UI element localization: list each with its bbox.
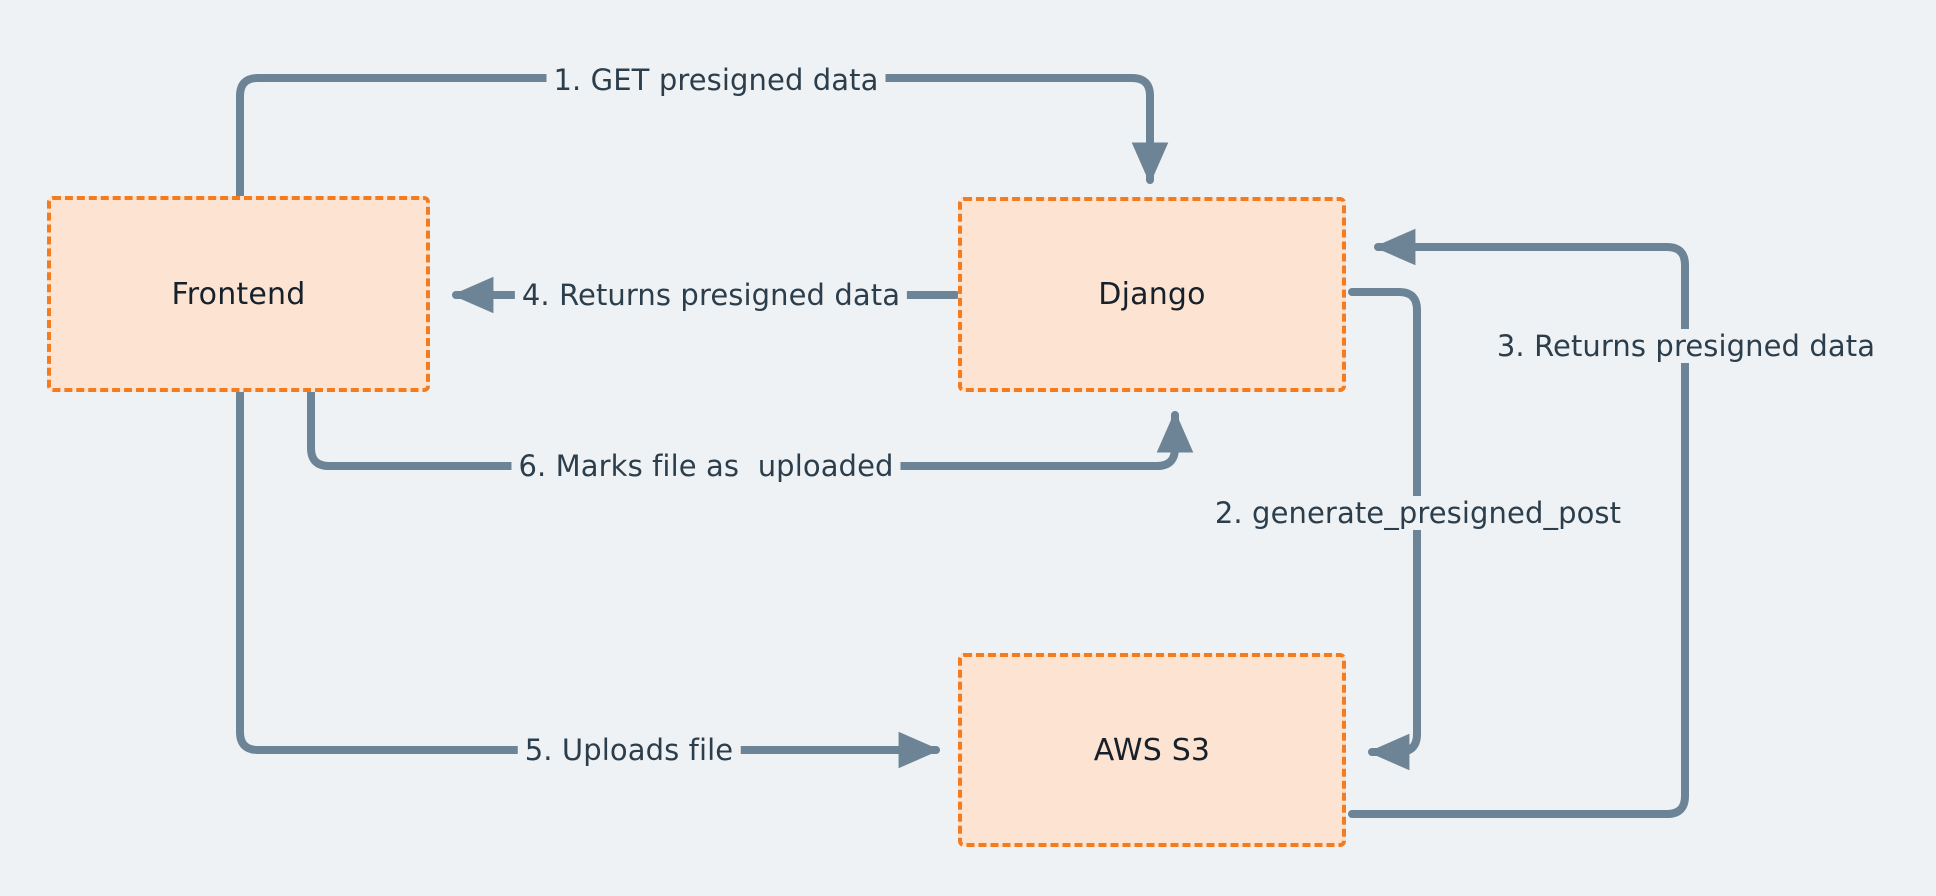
edge-label-2: 2. generate_presigned_post <box>1207 496 1629 530</box>
edge-label-3: 3. Returns presigned data <box>1489 329 1883 363</box>
edge-label-5: 5. Uploads file <box>517 733 741 767</box>
node-frontend[interactable]: Frontend <box>47 196 430 392</box>
edge-label-6: 6. Marks file as uploaded <box>511 449 901 483</box>
edge-label-1: 1. GET presigned data <box>546 63 886 97</box>
node-frontend-label: Frontend <box>171 276 306 312</box>
node-aws-s3-label: AWS S3 <box>1093 732 1211 768</box>
edge-path-5 <box>236 388 941 769</box>
edge-label-4: 4. Returns presigned data <box>514 278 908 312</box>
node-django[interactable]: Django <box>958 197 1346 392</box>
node-django-label: Django <box>1098 277 1206 312</box>
node-aws-s3[interactable]: AWS S3 <box>958 653 1346 847</box>
